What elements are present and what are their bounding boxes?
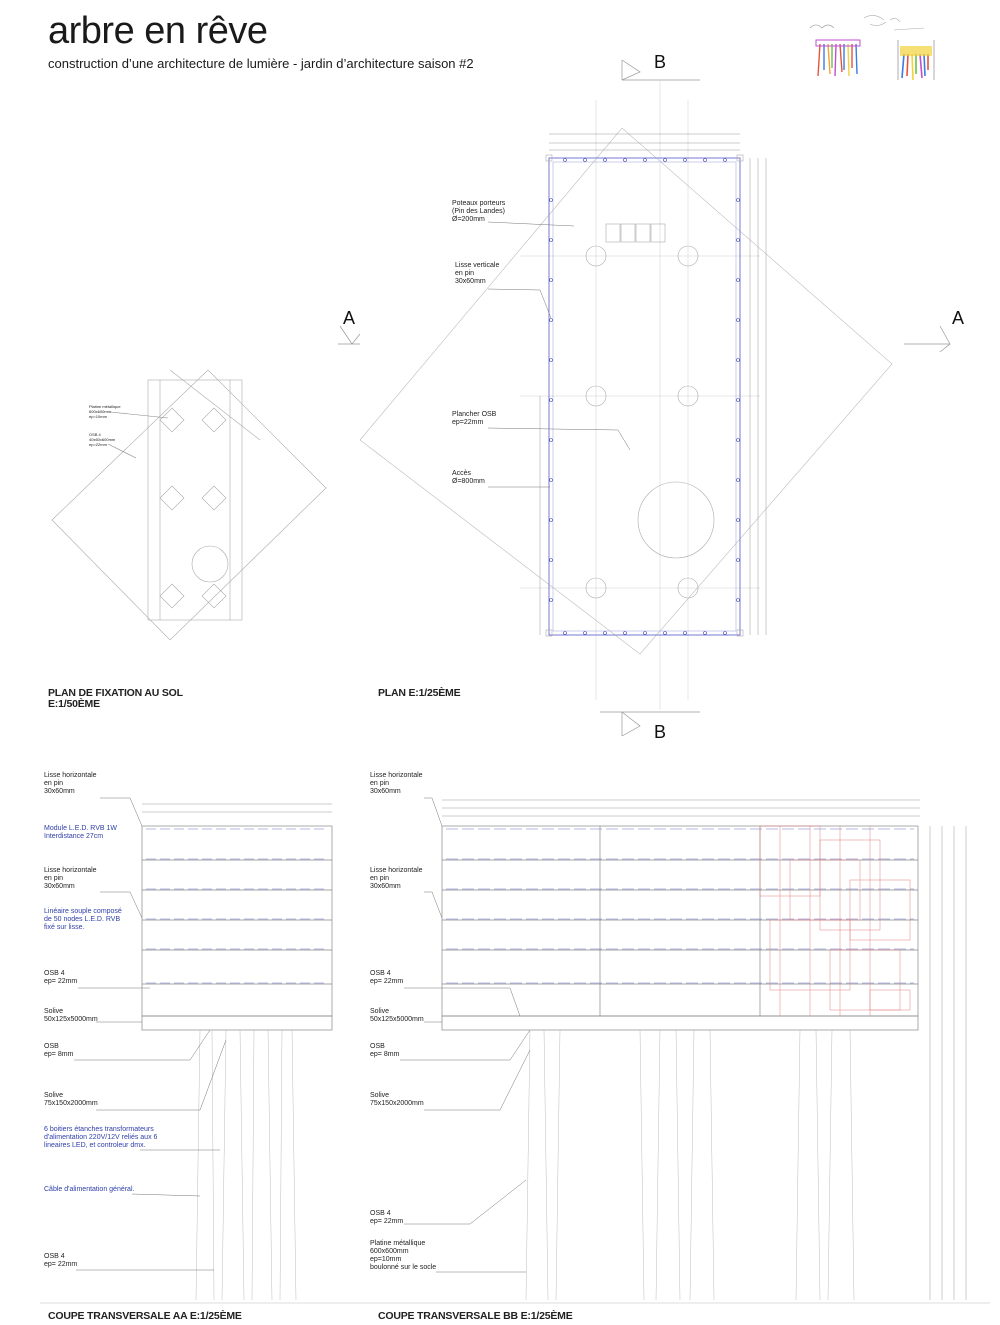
section-letter-a-left: A (343, 308, 356, 328)
note-aa-lisse-h2: Lisse horizontale en pin 30x60mm (44, 867, 97, 890)
note-bb-osb4-bottom: OSB 4 ep= 22mm (370, 1210, 404, 1225)
section-letter-a-right: A (952, 308, 965, 328)
caption-coupe-aa: COUPE TRANSVERSALE AA E:1/25ÈME (48, 1310, 242, 1322)
coupe-bb (400, 797, 967, 1301)
note-bb-solive1: Solive 50x125x5000mm (370, 1008, 424, 1023)
note-aa-lineaire: Linéaire souple composé de 50 nodes L.E.… (44, 908, 122, 931)
caption-fixation-line2: E:1/50ÈME (48, 698, 100, 710)
note-fixation-platine: Platine métallique 600x600mm ep=10mm (89, 404, 121, 419)
note-aa-module: Module L.E.D. RVB 1W Interdistance 27cm (44, 825, 118, 840)
note-poteaux: Poteaux porteurs (Pin des Landes) Ø=200m… (452, 200, 506, 223)
note-aa-osb4-bottom: OSB 4 ep= 22mm (44, 1253, 78, 1268)
caption-fixation-plan: PLAN DE FIXATION AU SOL E:1/50ÈME (48, 688, 183, 710)
note-bb-lisse-h2: Lisse horizontale en pin 30x60mm (370, 867, 423, 890)
note-bb-osb4: OSB 4 ep= 22mm (370, 970, 404, 985)
note-aa-cable: Câble d'alimentation général. (44, 1186, 135, 1193)
caption-coupe-bb: COUPE TRANSVERSALE BB E:1/25ÈME (378, 1310, 573, 1322)
sketch-image (809, 15, 935, 81)
note-acces: Accès Ø=800mm (452, 470, 485, 485)
note-lisse-verticale: Lisse verticale en pin 30x60mm (455, 262, 500, 285)
note-aa-boitiers: 6 boitiers étanches transformateurs d'al… (44, 1126, 158, 1149)
note-bb-platine: Platine métallique 600x600mm ep=10mm bou… (370, 1240, 437, 1271)
tree-trace (759, 825, 911, 1016)
section-marker-b-bottom (600, 711, 700, 737)
note-aa-solive2: Solive 75x150x2000mm (44, 1092, 98, 1107)
note-aa-solive1: Solive 50x125x5000mm (44, 1008, 98, 1023)
page-subtitle: construction d’une architecture de lumiè… (48, 56, 474, 71)
caption-plan: PLAN E:1/25ÈME (378, 687, 461, 699)
note-bb-solive2: Solive 75x150x2000mm (370, 1092, 424, 1107)
section-letter-b-bottom: B (654, 722, 667, 742)
caption-fixation-line1: PLAN DE FIXATION AU SOL (48, 687, 183, 699)
fixation-plan (51, 369, 327, 641)
note-bb-osb: OSB ep= 8mm (370, 1043, 400, 1058)
note-plancher: Plancher OSB ep=22mm (452, 411, 497, 426)
note-bb-lisse-h1: Lisse horizontale en pin 30x60mm (370, 772, 423, 795)
note-aa-osb4: OSB 4 ep= 22mm (44, 970, 78, 985)
section-letter-b-top: B (654, 52, 667, 72)
note-aa-lisse-h1: Lisse horizontale en pin 30x60mm (44, 772, 97, 795)
note-fixation-osb: OSB 4 40x60x600mm ep=22mm (89, 432, 116, 447)
coupe-aa (74, 797, 333, 1301)
page-title: arbre en rêve (48, 10, 268, 52)
section-marker-a-left (338, 325, 361, 345)
section-marker-a-right (904, 325, 951, 353)
note-aa-osb: OSB ep= 8mm (44, 1043, 74, 1058)
main-plan (359, 127, 893, 655)
section-marker-b-top (621, 59, 700, 81)
